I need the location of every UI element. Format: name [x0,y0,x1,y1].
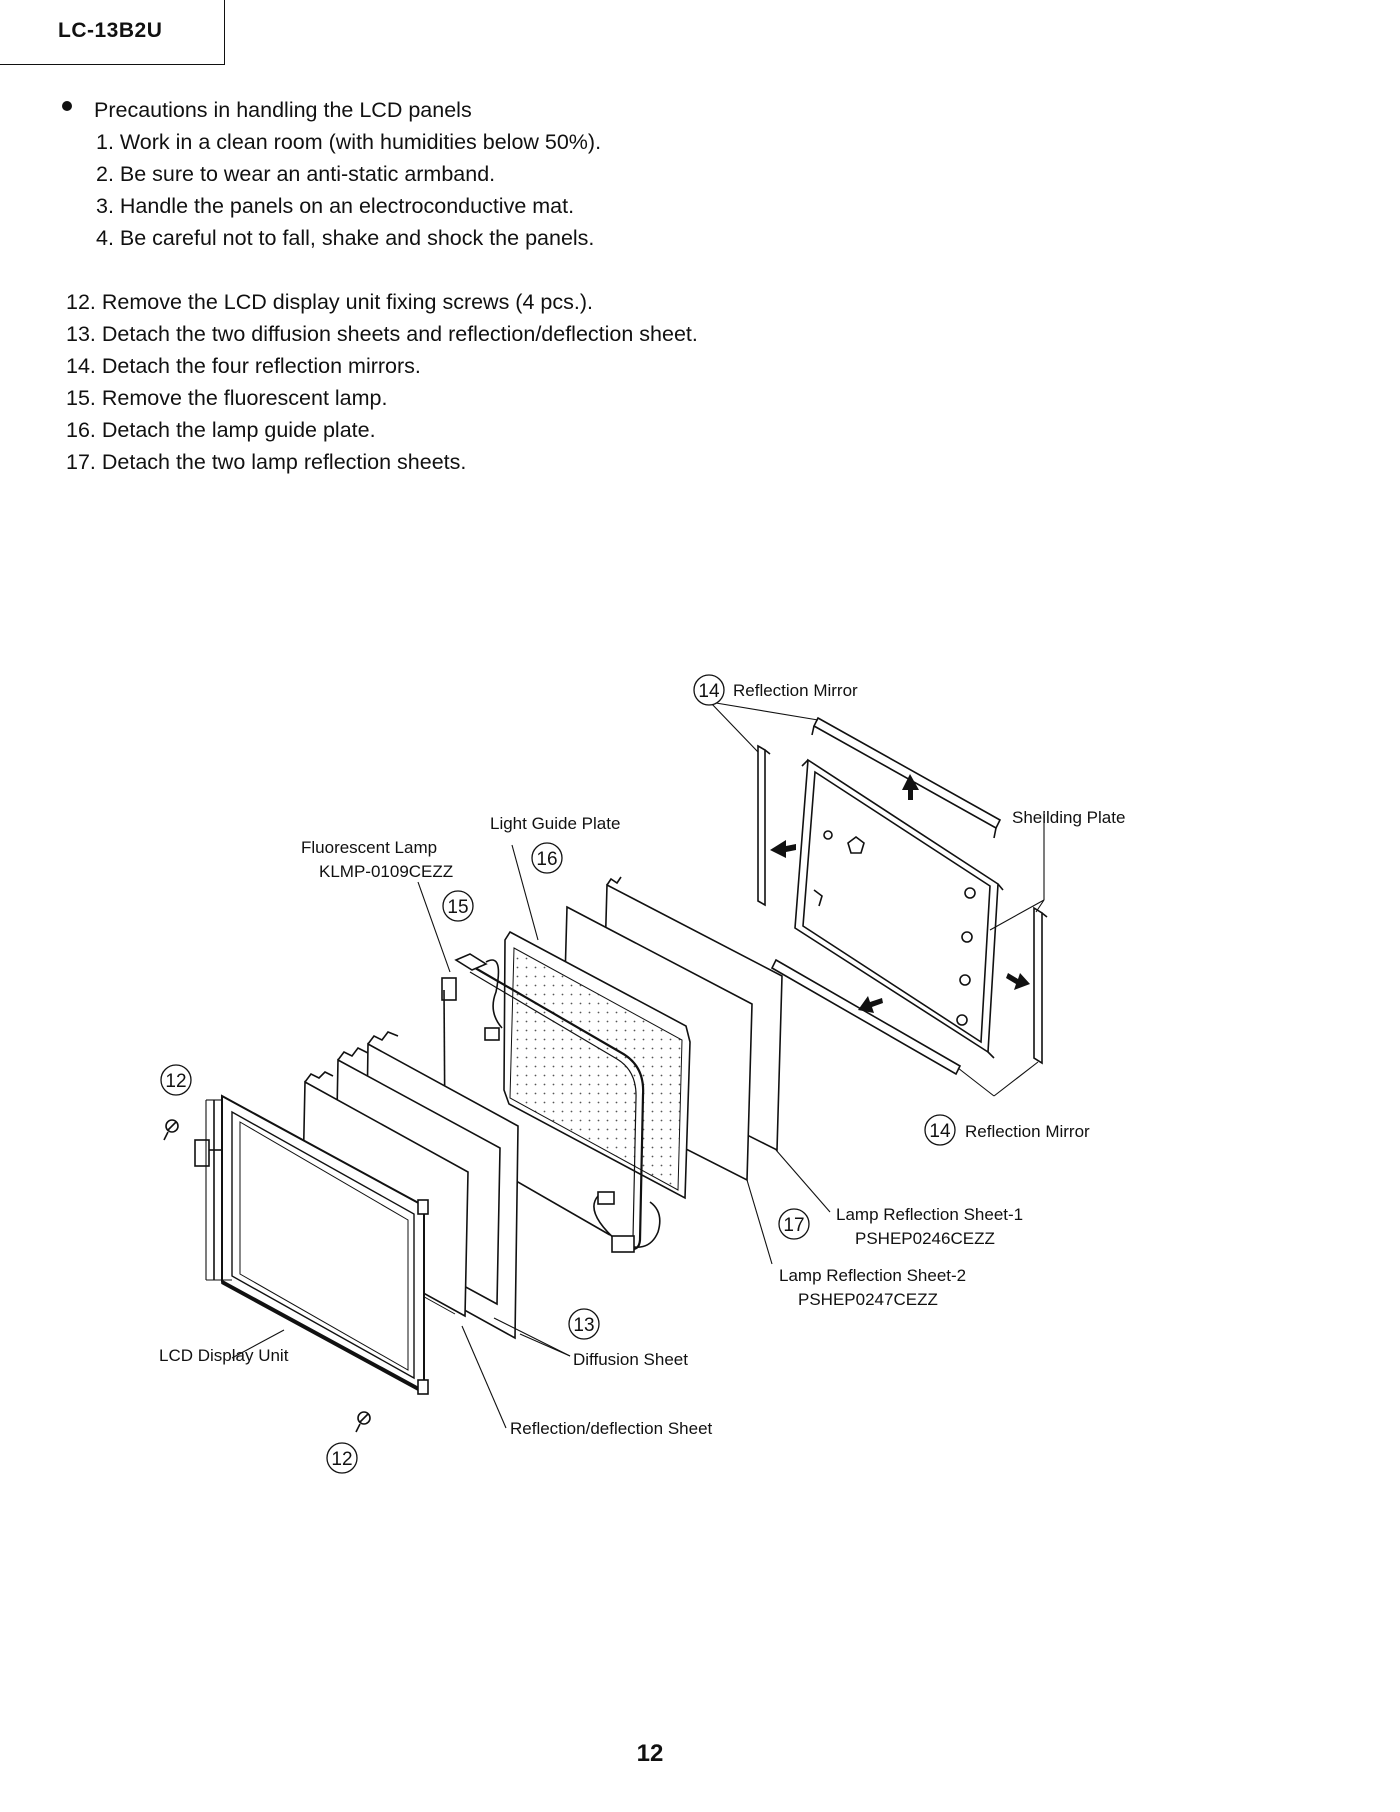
callout-circle-16 [531,842,563,874]
sheilding-plate-drawing [794,758,1004,1059]
callout-16: 16 [536,849,557,870]
label-diffusion-sheet: Diffusion Sheet [573,1350,688,1369]
step-item: 13. Detach the two diffusion sheets and … [66,322,698,346]
callout-circle-15 [442,890,474,922]
arrow-right-icon [1006,973,1030,990]
callout-12-bottom: 12 [331,1449,352,1470]
bullet-icon [62,101,72,111]
callout-circle-12-top [160,1064,192,1096]
label-reflection-mirror-bottom: Reflection Mirror [965,1122,1090,1141]
step-item: 12. Remove the LCD display unit fixing s… [66,290,593,314]
screw-top-drawing [163,1119,179,1141]
precaution-item: 4. Be careful not to fall, shake and sho… [96,226,595,250]
reflection-mirror-bottom-bar [770,958,962,1076]
callout-circle-13 [568,1308,600,1340]
callout-14-bottom: 14 [929,1121,951,1142]
reflection-mirror-left-bar [757,744,771,907]
callout-17: 17 [783,1215,804,1236]
arrow-left-icon [770,840,796,858]
precaution-item: 2. Be sure to wear an anti-static armban… [96,162,496,186]
step-item: 14. Detach the four reflection mirrors. [66,354,421,378]
label-fluorescent-lamp-part: KLMP-0109CEZZ [319,862,453,881]
reflection-mirror-right-bar [1033,906,1048,1065]
label-sheilding-plate: Sheilding Plate [1012,808,1125,827]
precaution-item: 1. Work in a clean room (with humidities… [96,130,602,154]
arrow-up-icon [902,774,919,800]
callout-circle-14-top [693,674,725,706]
precautions-heading-row: Precautions in handling the LCD panels [62,94,601,126]
label-reflection-deflection-sheet: Reflection/deflection Sheet [510,1419,713,1438]
label-light-guide-plate: Light Guide Plate [490,814,620,833]
light-guide-plate-drawing [503,930,691,1200]
callout-15: 15 [447,897,468,918]
step-item: 17. Detach the two lamp reflection sheet… [66,450,467,474]
label-lamp-reflection-sheet-1-part: PSHEP0246CEZZ [855,1229,995,1248]
reflection-mirror-top-bar [811,716,1002,839]
precautions-section: Precautions in handling the LCD panels 1… [62,94,601,254]
precautions-heading: Precautions in handling the LCD panels [94,98,472,122]
label-fluorescent-lamp: Fluorescent Lamp [301,838,437,857]
callout-circle-17 [778,1208,810,1240]
callout-14-top: 14 [698,681,720,702]
page-number: 12 [636,1740,664,1767]
arrow-down-left-icon [858,996,883,1013]
callout-circle-12-bottom [326,1442,358,1474]
screw-bottom-drawing [355,1411,371,1433]
label-lcd-display-unit: LCD Display Unit [159,1346,289,1365]
label-lamp-reflection-sheet-2-part: PSHEP0247CEZZ [798,1290,938,1309]
leader-lines [205,701,1045,1429]
model-number: LC-13B2U [58,19,163,42]
callout-circle-14-bottom [924,1114,956,1146]
callout-13: 13 [573,1315,594,1336]
label-lamp-reflection-sheet-1: Lamp Reflection Sheet-1 [836,1205,1023,1224]
step-item: 16. Detach the lamp guide plate. [66,418,376,442]
callout-12-top: 12 [165,1071,186,1092]
precaution-item: 3. Handle the panels on an electroconduc… [96,194,575,218]
fluorescent-lamp-drawing [441,953,661,1253]
step-item: 15. Remove the fluorescent lamp. [66,386,388,410]
model-header-box: LC-13B2U [0,0,225,65]
disassembly-steps: 12. Remove the LCD display unit fixing s… [66,286,698,478]
label-reflection-mirror-top: Reflection Mirror [733,681,858,700]
direction-arrows [770,774,1030,1013]
label-lamp-reflection-sheet-2: Lamp Reflection Sheet-2 [779,1266,966,1285]
